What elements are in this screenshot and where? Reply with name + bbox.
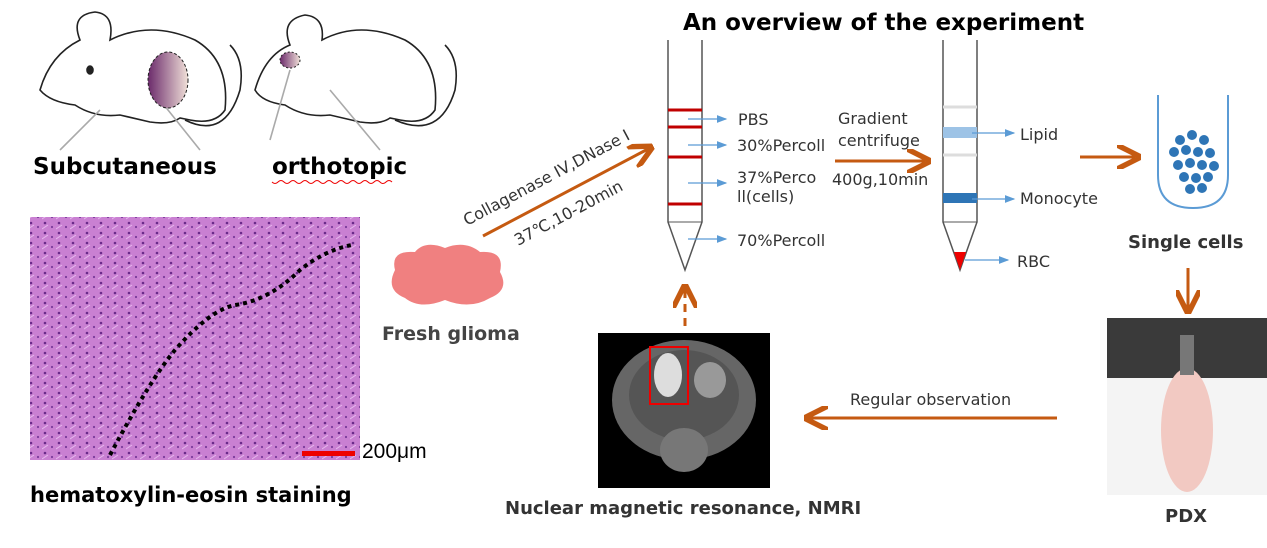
pdx-mouse-photo <box>1107 318 1267 495</box>
he-stain-image <box>30 217 360 460</box>
he-caption: hematoxylin-eosin staining <box>30 483 352 507</box>
layer-70-percoll: 70%Percoll <box>737 231 825 250</box>
centrifuged-tube <box>942 40 1016 273</box>
subcutaneous-tumor-icon <box>147 51 189 109</box>
mouse-orthotopic-illustration <box>254 14 458 151</box>
percoll-tube <box>667 40 728 273</box>
diagram-title: An overview of the experiment <box>683 10 1084 36</box>
tumor-region-box <box>649 346 689 405</box>
single-cells-tube-icon <box>1157 95 1229 210</box>
orthotopic-tumor-icon <box>279 51 301 69</box>
subcutaneous-label: Subcutaneous <box>33 154 217 180</box>
layer-monocyte: Monocyte <box>1020 189 1098 208</box>
centrifuge-label-1: Gradient <box>838 109 908 128</box>
layer-rbc: RBC <box>1017 252 1050 271</box>
orthotopic-label: orthotopic <box>272 154 407 180</box>
fresh-glioma-label: Fresh glioma <box>382 323 520 345</box>
layer-30-percoll: 30%Percoll <box>737 136 825 155</box>
nmri-scan-image <box>598 333 770 488</box>
scale-bar <box>302 451 355 456</box>
digestion-arrow <box>482 149 648 238</box>
pdx-label: PDX <box>1165 506 1207 527</box>
glioma-tissue-icon <box>391 244 504 305</box>
spellcheck-underline <box>271 180 393 184</box>
observation-label: Regular observation <box>850 390 1011 409</box>
tumor-border-line <box>108 243 353 456</box>
layer-lipid: Lipid <box>1020 125 1058 144</box>
centrifuge-conditions: 400g,10min <box>832 170 928 189</box>
single-cells-label: Single cells <box>1128 232 1243 253</box>
mouse-subcutaneous-illustration <box>39 11 243 151</box>
nmri-caption: Nuclear magnetic resonance, NMRI <box>505 498 861 519</box>
centrifuge-label-2: centrifuge <box>838 131 920 150</box>
layer-37-percoll: 37%Perco <box>737 168 816 187</box>
scale-bar-label: 200μm <box>362 440 427 463</box>
layer-37-percoll-cells: ll(cells) <box>737 187 794 206</box>
layer-pbs: PBS <box>738 110 769 129</box>
